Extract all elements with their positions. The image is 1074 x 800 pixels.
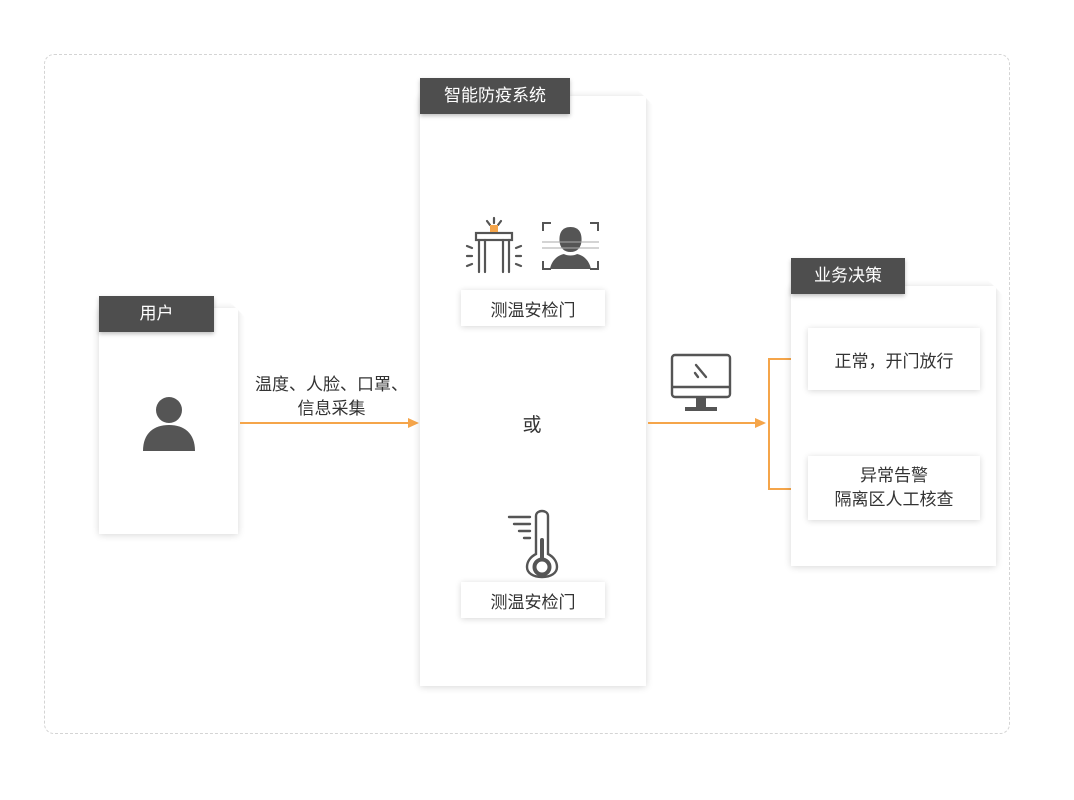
decision-tag: 业务决策 — [791, 258, 905, 294]
thermometer-icon — [507, 509, 559, 579]
user-tag: 用户 — [99, 296, 214, 332]
system-tag: 智能防疫系统 — [420, 78, 570, 114]
arrow-user-to-system-head — [408, 418, 419, 428]
collection-label-line2: 信息采集 — [297, 399, 366, 419]
security-gate-icon — [465, 216, 523, 274]
collection-label-line1: 温度、人脸、口罩、 — [255, 375, 408, 395]
arrow-user-to-system — [240, 422, 410, 424]
normal-result-box: 正常，开门放行 — [808, 328, 980, 390]
arrow-system-to-decision-head — [755, 418, 766, 428]
abnormal-alarm-text: 异常告警 — [860, 466, 928, 486]
monitor-icon — [670, 353, 732, 411]
branch-to-normal — [768, 358, 806, 360]
abnormal-quarantine-text: 隔离区人工核查 — [834, 490, 954, 510]
face-scan-icon — [542, 222, 599, 270]
arrow-system-to-decision — [648, 422, 756, 424]
branch-to-abnormal — [768, 488, 806, 490]
option2-label-box: 测温安检门 — [461, 582, 605, 618]
branch-vertical-line — [768, 358, 770, 490]
or-text: 或 — [522, 414, 542, 436]
diagram-frame — [44, 54, 1010, 734]
option1-label-box: 测温安检门 — [461, 290, 605, 326]
abnormal-result-box: 异常告警 隔离区人工核查 — [808, 456, 980, 520]
user-icon — [143, 397, 195, 451]
collection-label: 温度、人脸、口罩、 信息采集 — [244, 373, 419, 421]
